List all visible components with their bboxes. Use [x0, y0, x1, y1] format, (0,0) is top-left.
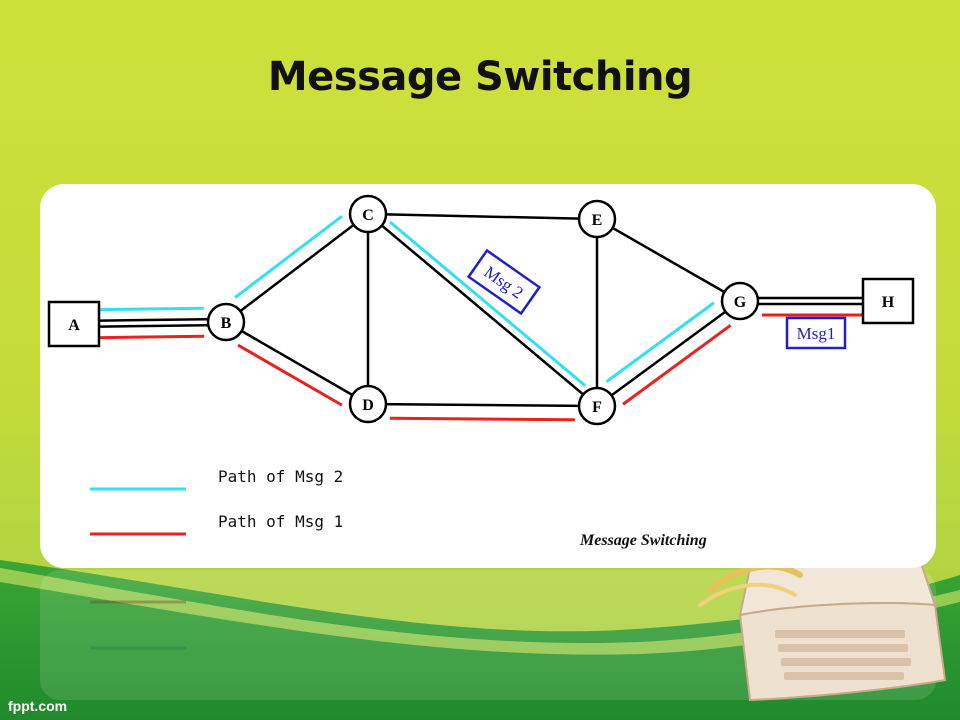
link-C-E	[367, 212, 598, 221]
node-label: F	[592, 399, 602, 416]
msg2-path-A-B	[95, 306, 204, 312]
node-a: A	[47, 300, 101, 348]
node-label: B	[221, 315, 232, 332]
node-label: A	[68, 317, 80, 334]
node-b: B	[206, 302, 246, 342]
node-h: H	[861, 277, 915, 325]
legend-label-msg2: Path of Msg 2	[218, 467, 343, 486]
link-E-G	[596, 217, 741, 303]
node-d: D	[348, 384, 388, 424]
link-D-F	[367, 402, 598, 408]
node-label: C	[362, 207, 374, 224]
node-label: E	[592, 212, 603, 229]
msg1-path-F-G	[622, 324, 732, 406]
node-label: D	[362, 397, 374, 414]
link-B-D	[225, 320, 369, 406]
diagram-panel: Msg 2 Msg1 A B C D E F G H Path of Msg 2 Path o…	[40, 184, 936, 568]
link-B-C	[225, 213, 369, 323]
msg2-path-B-C	[234, 214, 343, 299]
network-links	[73, 212, 888, 408]
msg2-box: Msg 2	[466, 248, 542, 316]
msg1-path-A-B	[96, 334, 205, 340]
msg2-path-F-G	[605, 301, 715, 383]
footer-brand: fppt.com	[8, 698, 68, 714]
node-e: E	[577, 199, 617, 239]
slide-title: Message Switching	[267, 54, 693, 100]
legend-label-msg1: Path of Msg 1	[218, 512, 343, 531]
diagram-caption: Message Switching	[579, 532, 707, 549]
network-nodes: A B C D E F G H	[47, 194, 915, 426]
message-path-markers	[95, 214, 866, 422]
node-c: C	[348, 194, 388, 234]
reflection-lines	[90, 600, 186, 650]
link-F-G	[596, 299, 741, 408]
legend: Path of Msg 2 Path of Msg 1	[90, 467, 343, 536]
node-label: G	[734, 294, 747, 311]
msg2-path-C-F	[389, 220, 587, 387]
msg1-path-B-D	[237, 343, 343, 407]
node-f: F	[577, 386, 617, 426]
network-diagram: Msg 2 Msg1 A B C D E F G H Path of Msg 2 Path o…	[47, 194, 915, 549]
laptop-icon	[698, 556, 947, 702]
node-label: H	[882, 294, 895, 311]
msg1-path-D-F	[389, 416, 575, 422]
node-g: G	[720, 281, 760, 321]
msg1-box: Msg1	[785, 316, 847, 350]
panel-reflection	[40, 570, 936, 700]
link-C-F	[367, 213, 598, 407]
msg1-label: Msg1	[797, 324, 836, 343]
yellow-wave-highlight	[0, 568, 960, 655]
